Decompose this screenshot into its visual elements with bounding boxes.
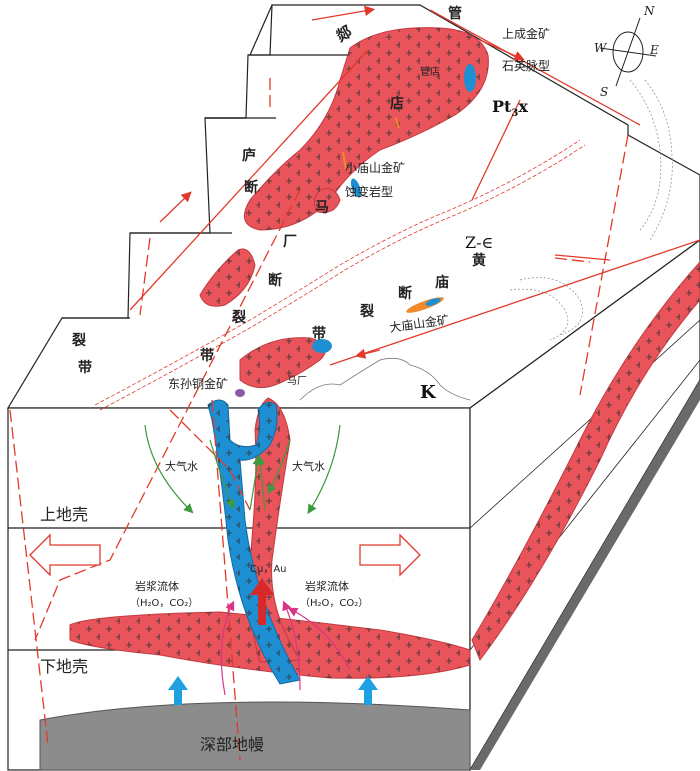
fault-char-lie-1: 裂	[71, 332, 86, 349]
block-outline	[6, 4, 700, 409]
meteoric-water-arrows	[144, 424, 341, 515]
label-miao: 庙	[435, 274, 449, 291]
compass-s: S	[600, 85, 608, 99]
label-lower-crust: 下地壳	[40, 657, 88, 676]
compass-e: E	[649, 43, 659, 57]
label-huang: 黄	[472, 252, 486, 269]
label-altered-rock-type: 蚀变岩型	[345, 184, 393, 199]
k-contact	[299, 357, 471, 401]
label-guandian-town: 管店	[420, 65, 440, 78]
orebody-dongsun	[235, 389, 245, 397]
mantle-arrow-right	[358, 676, 378, 705]
fault-char-lu: 庐	[242, 147, 256, 164]
label-z-e: Z-∈	[465, 233, 493, 252]
label-huangmiao-lie: 裂	[359, 303, 374, 320]
mantle-arrow-left	[168, 676, 188, 705]
label-dai: 带	[200, 348, 214, 364]
compass-n: N	[643, 4, 655, 18]
label-dai-red: 带	[312, 326, 326, 342]
label-huangmiao-duan: 断	[398, 285, 412, 302]
extension-arrow-right	[359, 533, 421, 577]
compass-w: W	[594, 41, 608, 55]
label-meteoric-water-left: 大气水	[165, 459, 198, 473]
label-pt3x: Pt3x	[492, 97, 528, 119]
label-upper-crust: 上地壳	[40, 505, 88, 524]
extension-arrow-left	[29, 533, 101, 577]
label-chang: 厂	[283, 234, 297, 250]
label-deep-mantle: 深部地幔	[200, 735, 264, 754]
label-k: K	[420, 382, 437, 403]
orebody-xiaomiaoshan	[350, 178, 362, 198]
label-magma-fluid-right-sub: （H₂O，CO₂）	[300, 597, 368, 609]
label-cu-au: Cu，Au	[250, 564, 287, 575]
label-shangcheng-mine: 上成金矿	[502, 26, 550, 41]
magma-fluid-arrows	[220, 600, 351, 696]
label-ma: 马	[315, 200, 329, 216]
label-xiaomiaoshan-mine: 小庙山金矿	[345, 160, 405, 175]
label-dongsun-mine: 东孙铜金矿	[168, 376, 228, 391]
label-magma-fluid-left-sub: （H₂O，CO₂）	[130, 597, 198, 609]
label-machang-town: 马厂	[287, 375, 307, 387]
side-shadow	[470, 380, 700, 770]
unconformity-lines	[94, 139, 586, 411]
deep-mantle-shape	[39, 701, 471, 771]
label-quartz-vein-type: 石英脉型	[502, 58, 550, 73]
label-meteoric-water-right: 大气水	[292, 459, 325, 473]
fault-char-dai-1: 带	[78, 360, 92, 376]
fault-char-duan-1: 断	[244, 179, 258, 196]
metal-up-arrow	[250, 578, 274, 625]
label-duan: 断	[268, 272, 282, 289]
orebody-shangcheng	[464, 64, 476, 92]
compass	[599, 17, 657, 87]
label-magma-fluid-right: 岩浆流体	[305, 579, 349, 593]
granite-crosses-top	[200, 27, 489, 388]
label-guan: 管	[448, 5, 462, 22]
label-dian: 店	[390, 95, 404, 112]
label-magma-fluid-left: 岩浆流体	[135, 579, 179, 593]
contour-lines	[509, 79, 673, 341]
label-lie: 裂	[231, 309, 246, 326]
